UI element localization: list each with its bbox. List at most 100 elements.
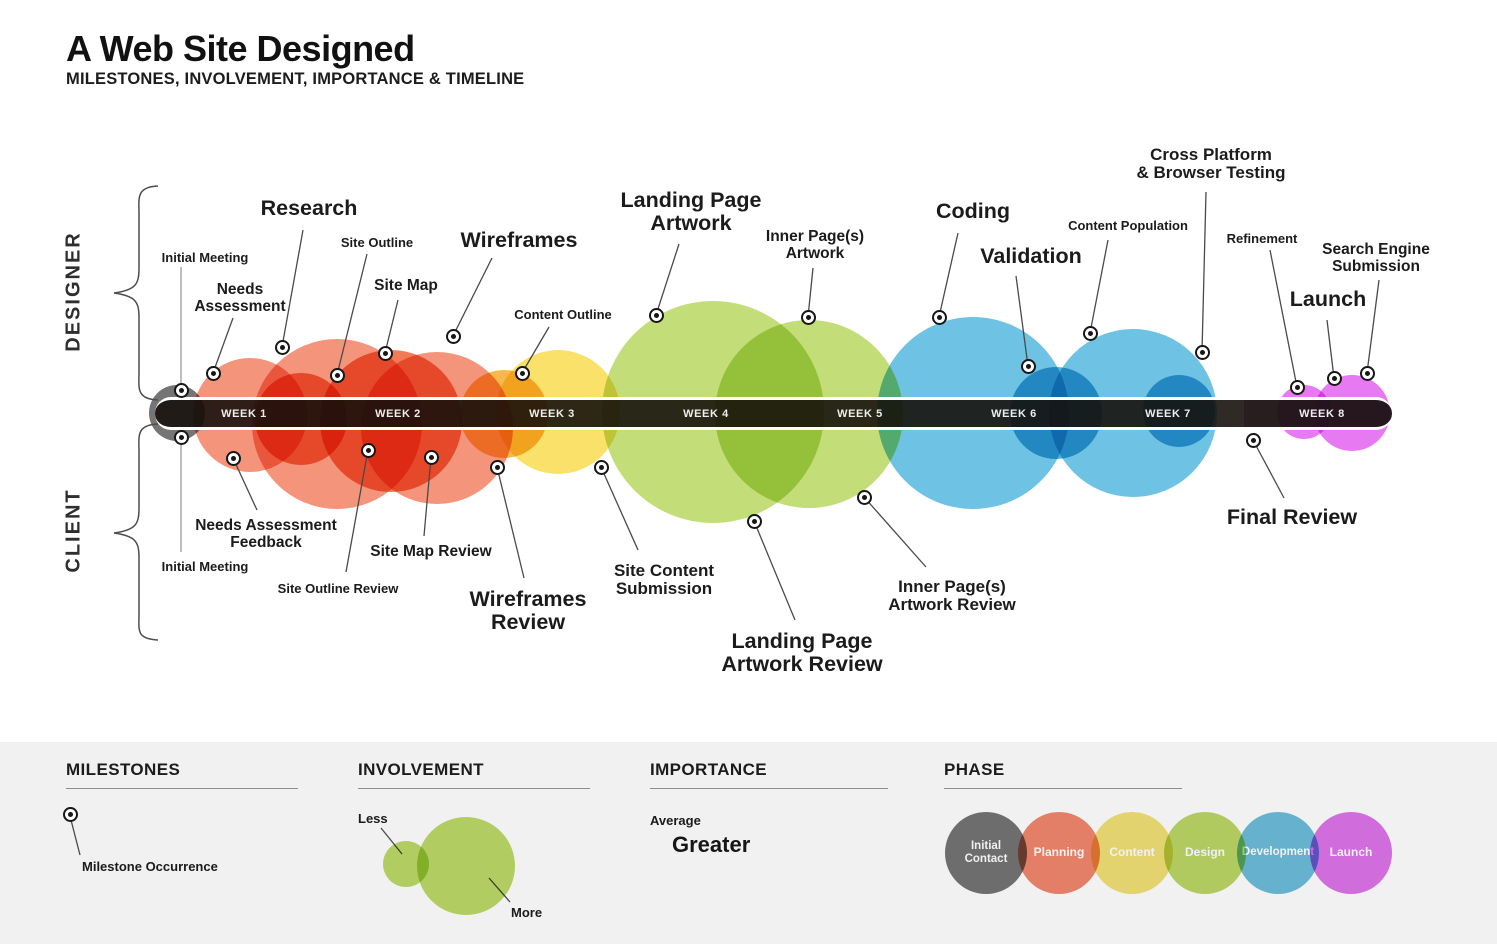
milestone-line xyxy=(938,232,959,318)
milestone-label-designer: Needs Assessment xyxy=(194,281,286,315)
week-label: WEEK 7 xyxy=(1145,407,1191,420)
timeline-bar: WEEK 1 WEEK 2 WEEK 3 WEEK 4 WEEK 5 WEEK 6 WEEK… xyxy=(155,397,1392,430)
milestone-line xyxy=(1252,439,1285,499)
milestone-label-client: Wireframes Review xyxy=(469,587,587,635)
legend-heading-importance: IMPORTANCE xyxy=(650,760,768,779)
phase-legend-3: Content xyxy=(1091,812,1173,894)
milestone-dot xyxy=(205,365,221,381)
phase-legend-1: Initial Contact xyxy=(945,812,1027,894)
milestone-dot xyxy=(1359,365,1375,381)
milestone-label-client: Inner Page(s) Artwork Review xyxy=(888,577,1016,615)
lane-label-designer: DESIGNER xyxy=(62,231,85,352)
milestone-occurrence-icon xyxy=(63,807,78,822)
milestone-label-client: Final Review xyxy=(1226,505,1358,529)
milestone-label-designer: Research xyxy=(260,196,358,220)
milestone-label-designer: Wireframes xyxy=(460,228,578,252)
phase-legend-2: Planning xyxy=(1018,812,1100,894)
milestone-line xyxy=(753,520,796,621)
milestone-dot xyxy=(1082,325,1098,341)
involvement-more-label: More xyxy=(511,905,543,920)
legend-heading-involvement: INVOLVEMENT xyxy=(358,760,484,779)
milestone-label-client: Landing Page Artwork Review xyxy=(721,629,883,677)
week-label: WEEK 6 xyxy=(991,407,1037,420)
importance-greater-label: Greater xyxy=(672,832,751,857)
milestone-label-designer: Inner Page(s) Artwork xyxy=(765,228,865,262)
milestone-line xyxy=(1201,191,1207,353)
milestone-line xyxy=(496,466,525,579)
phase-legend-6: Launch xyxy=(1310,812,1392,894)
phase-legend-5: Development xyxy=(1237,812,1319,894)
milestone-dot xyxy=(856,489,872,505)
divider xyxy=(944,788,1182,789)
milestone-dot xyxy=(329,367,345,383)
milestone-label-designer: Validation xyxy=(980,244,1082,268)
milestone-line xyxy=(863,496,927,568)
milestone-dot xyxy=(593,459,609,475)
milestone-label-client: Site Map Review xyxy=(370,543,492,560)
milestone-label-client: Initial Meeting xyxy=(161,559,249,574)
phase-legend-4: Design xyxy=(1164,812,1246,894)
milestone-label-designer: Cross Platform & Browser Testing xyxy=(1136,145,1286,183)
milestone-label-client: Site Content Submission xyxy=(613,561,715,599)
milestone-dot xyxy=(1194,344,1210,360)
milestone-dot xyxy=(360,442,376,458)
milestone-label-client: Needs Assessment Feedback xyxy=(195,517,337,551)
milestone-dot xyxy=(489,459,505,475)
milestone-dot xyxy=(445,328,461,344)
importance-average-label: Average xyxy=(650,813,701,828)
legend-milestone-label: Milestone Occurrence xyxy=(82,859,218,874)
milestone-label-designer: Site Map xyxy=(374,277,438,294)
milestone-dot xyxy=(377,345,393,361)
legend-panel: MILESTONES Milestone Occurrence INVOLVEM… xyxy=(0,742,1497,944)
milestone-line xyxy=(1269,249,1298,388)
milestone-label-client: Site Outline Review xyxy=(277,581,399,596)
milestone-dot xyxy=(1245,432,1261,448)
milestone-dot xyxy=(173,429,189,445)
milestone-dot xyxy=(746,513,762,529)
milestone-label-designer: Site Outline xyxy=(340,235,414,250)
legend-heading-milestones: MILESTONES xyxy=(66,760,181,779)
milestone-dot xyxy=(648,307,664,323)
week-label: WEEK 2 xyxy=(375,407,421,420)
milestone-label-designer: Content Outline xyxy=(514,307,612,322)
milestone-dot xyxy=(274,339,290,355)
milestone-dot xyxy=(423,449,439,465)
week-label: WEEK 5 xyxy=(837,407,883,420)
week-label: WEEK 4 xyxy=(683,407,729,420)
client-brace xyxy=(113,423,159,641)
divider xyxy=(650,788,888,789)
legend-heading-phase: PHASE xyxy=(944,760,1005,779)
milestone-dot xyxy=(800,309,816,325)
lane-label-client: CLIENT xyxy=(62,488,85,573)
involvement-circle xyxy=(417,817,515,915)
milestone-line xyxy=(655,243,680,316)
milestone-label-designer: Search Engine Submission xyxy=(1322,241,1430,275)
milestone-dot xyxy=(1020,358,1036,374)
timeline-chart: WEEK 1 WEEK 2 WEEK 3 WEEK 4 WEEK 5 WEEK 6 WEEK… xyxy=(113,145,1430,677)
milestone-dot xyxy=(173,382,189,398)
milestone-line xyxy=(1326,319,1335,379)
involvement-less-label: Less xyxy=(358,811,388,826)
divider xyxy=(358,788,590,789)
milestone-label-designer: Content Population xyxy=(1068,218,1188,233)
milestone-label-designer: Refinement xyxy=(1226,231,1298,246)
week-label: WEEK 8 xyxy=(1299,407,1345,420)
milestone-dot xyxy=(1289,379,1305,395)
header: A Web Site Designed MILESTONES, INVOLVEM… xyxy=(66,30,524,89)
milestone-line xyxy=(452,257,493,337)
milestone-label-designer: Launch xyxy=(1289,287,1367,311)
designer-brace xyxy=(113,185,159,401)
milestone-line xyxy=(1089,239,1109,334)
milestone-label-designer: Initial Meeting xyxy=(161,250,249,265)
milestone-dot xyxy=(514,365,530,381)
milestone-line xyxy=(1366,279,1380,374)
week-label: WEEK 3 xyxy=(529,407,575,420)
milestone-dot xyxy=(225,450,241,466)
week-label: WEEK 1 xyxy=(221,407,267,420)
milestone-dot xyxy=(1326,370,1342,386)
divider xyxy=(66,788,298,789)
milestone-label-designer: Landing Page Artwork xyxy=(620,188,762,236)
page-title: A Web Site Designed xyxy=(66,28,415,69)
page-subtitle: MILESTONES, INVOLVEMENT, IMPORTANCE & TI… xyxy=(66,69,525,88)
